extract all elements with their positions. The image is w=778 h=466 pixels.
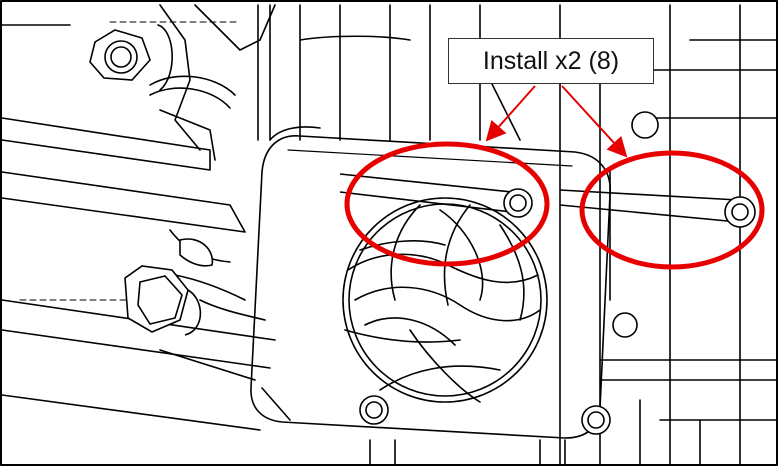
bolt-head-icon: [124, 238, 214, 336]
mounting-hole-icon: [631, 111, 659, 139]
pin-end-icon: [581, 405, 611, 435]
pin-end-icon: [359, 395, 389, 425]
pin-end-icon: [724, 196, 756, 228]
highlight-circle-icon: [344, 141, 550, 267]
mounting-hole-icon: [612, 312, 638, 338]
leader-arrow-icon: [485, 85, 536, 142]
pin-end-icon: [503, 188, 533, 218]
install-callout-label: Install x2 (8): [448, 38, 654, 84]
bolt-head-icon: [89, 29, 151, 81]
highlight-circle-icon: [579, 150, 765, 270]
leader-arrow-icon: [561, 85, 628, 158]
